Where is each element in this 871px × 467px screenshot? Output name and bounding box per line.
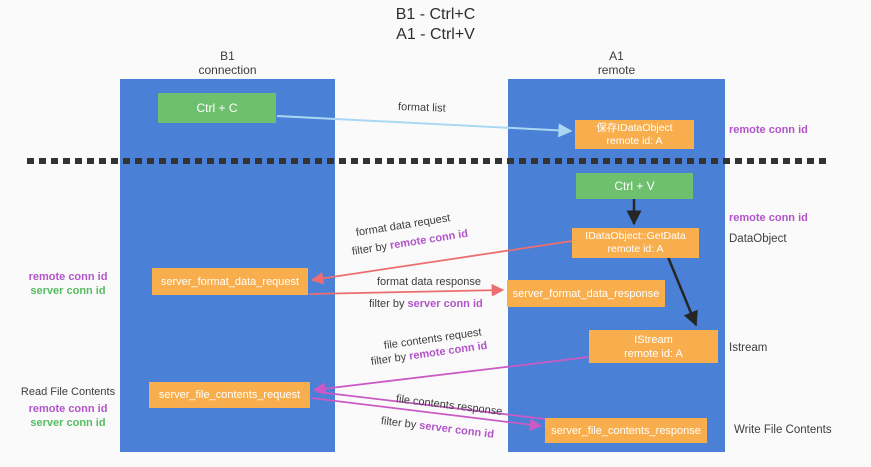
filter-by-server-conn-id-label-2: filter by server conn id (380, 415, 494, 441)
server-format-data-request-label: server_format_data_request (160, 275, 300, 288)
filter-by-text: filter by (380, 415, 417, 432)
filter-by-text: filter by (370, 351, 407, 368)
phase-separator-dashed-line (27, 158, 830, 164)
format-list-label: format list (397, 101, 446, 115)
filter-by-server-conn-id-label-1: filter by server conn id (369, 298, 483, 310)
server-conn-id-text: server conn id (418, 419, 495, 441)
lane-header-a1: A1 remote (508, 49, 725, 77)
node-idataobject-getdata: IDataObject::GetData remote id: A (572, 228, 699, 258)
lane-a1-name: A1 (609, 49, 624, 63)
right-remote-conn-id-top: remote conn id (729, 124, 808, 136)
getdata-line1: IDataObject::GetData (585, 230, 686, 242)
node-ctrl-c: Ctrl + C (158, 93, 276, 123)
dataobject-label: DataObject (729, 233, 787, 245)
format-data-response-label: format data response (377, 276, 481, 288)
node-ctrl-v: Ctrl + V (576, 173, 693, 199)
left-remote-conn-id-2: remote conn id (28, 403, 108, 415)
node-server-file-contents-request: server_file_contents_request (149, 382, 310, 408)
lane-a1-type: remote (597, 63, 636, 77)
left-server-conn-id-2: server conn id (30, 417, 106, 429)
node-save-idataobject: 保存IDataObject remote id: A (575, 120, 694, 149)
file-contents-response-label: file contents response (395, 393, 503, 418)
right-remote-conn-id-mid: remote conn id (729, 212, 808, 224)
server-format-data-response-label: server_format_data_response (512, 287, 660, 300)
filter-by-text: filter by (351, 240, 388, 258)
save-idataobject-line2: remote id: A (606, 134, 663, 147)
title-line-2: A1 - Ctrl+V (396, 26, 475, 43)
ctrl-v-label: Ctrl + V (614, 179, 655, 193)
lane-b1-type: connection (198, 63, 257, 77)
title-line-1: B1 - Ctrl+C (395, 6, 476, 23)
format-data-response-arrow (308, 283, 505, 297)
save-idataobject-line1: 保存IDataObject (596, 121, 673, 134)
lane-header-b1: B1 connection (120, 49, 335, 77)
diagram-title: B1 - Ctrl+C A1 - Ctrl+V (0, 5, 871, 45)
node-istream: IStream remote id: A (589, 330, 718, 363)
node-server-format-data-request: server_format_data_request (152, 268, 308, 295)
getdata-line2: remote id: A (607, 243, 664, 255)
read-file-contents-label: Read File Contents (20, 386, 116, 398)
left-conn-id-block-1: remote conn id server conn id (16, 270, 120, 298)
server-file-contents-request-label: server_file_contents_request (158, 389, 301, 401)
server-conn-id-text: server conn id (407, 298, 483, 310)
node-server-file-contents-response: server_file_contents_response (545, 418, 707, 443)
node-server-format-data-response: server_format_data_response (507, 280, 665, 307)
lane-b1-name: B1 (220, 49, 235, 63)
server-file-contents-response-label: server_file_contents_response (551, 424, 701, 437)
left-conn-id-block-2: remote conn id server conn id (16, 402, 120, 430)
left-remote-conn-id-1: remote conn id (28, 271, 108, 283)
istream-line2: remote id: A (624, 347, 683, 360)
istream-line1: IStream (634, 333, 673, 346)
filter-by-text: filter by (369, 298, 405, 310)
ctrl-c-label: Ctrl + C (196, 101, 238, 115)
write-file-contents-label: Write File Contents (734, 424, 832, 436)
left-server-conn-id-1: server conn id (30, 285, 106, 297)
istream-side-label: Istream (729, 342, 768, 354)
